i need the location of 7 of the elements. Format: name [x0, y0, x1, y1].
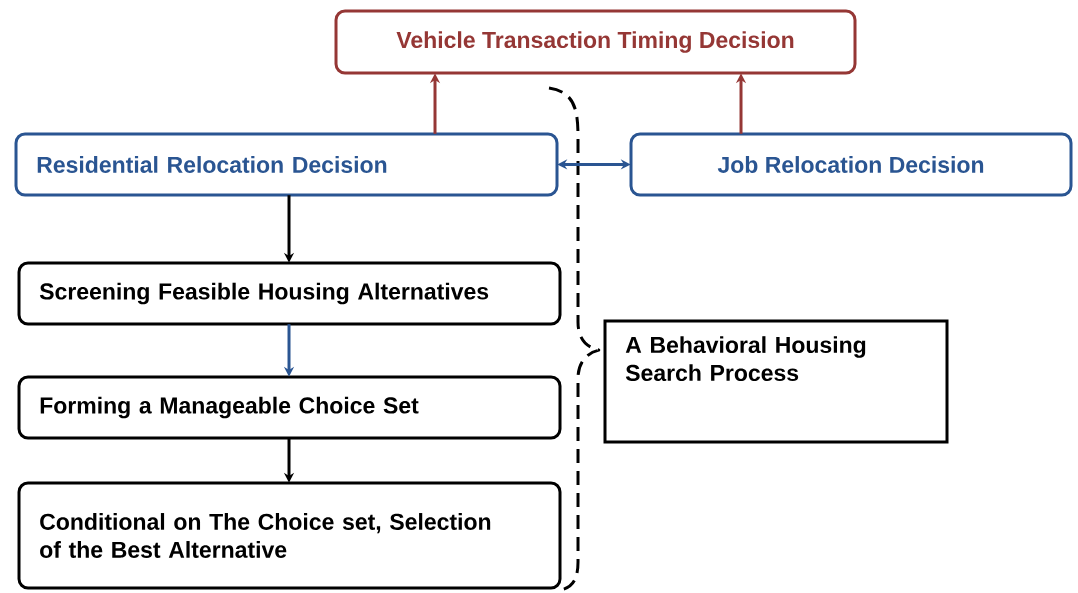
process-box: Forming a Manageable Choice Set	[17, 375, 562, 440]
decision-box: Residential Relocation Decision	[14, 132, 559, 197]
decision-box: Vehicle Transaction Timing Decision	[334, 9, 857, 75]
decision-box: Job Relocation Decision	[629, 132, 1073, 197]
process-box: Screening Feasible Housing Alternatives	[17, 261, 562, 326]
process-label-box: A Behavioral Housing Search Process	[603, 319, 949, 444]
process-box: Conditional on The Choice set, Selection of the Best Alternative	[17, 481, 562, 590]
